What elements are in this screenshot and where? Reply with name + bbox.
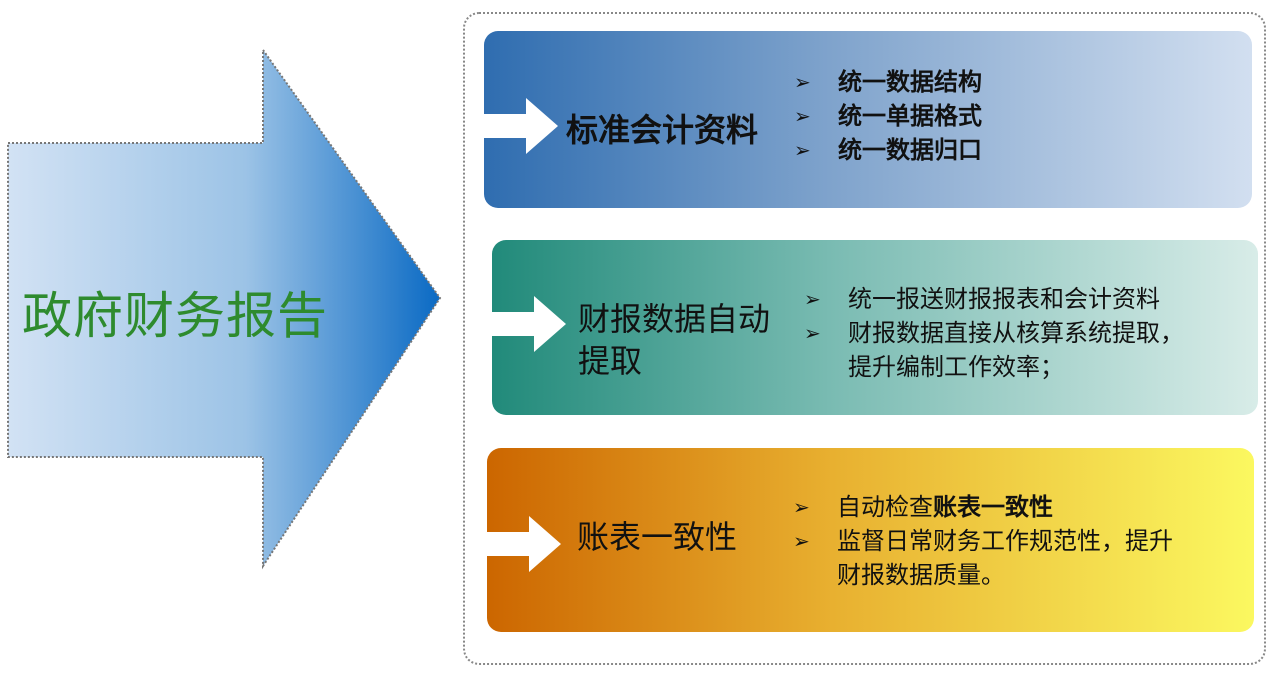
panel-title: 账表一致性 [577, 518, 738, 556]
bullet-item: ➢监督日常财务工作规范性，提升财报数据质量。 [793, 524, 1173, 592]
arrowhead-bullet-icon: ➢ [804, 287, 821, 311]
arrowhead-bullet-icon: ➢ [794, 70, 811, 94]
panel-standard-accounting: 标准会计资料 ➢统一数据结构 ➢统一单据格式 ➢统一数据归口 [484, 31, 1252, 208]
arrowhead-bullet-icon: ➢ [793, 529, 810, 553]
bullet-item: ➢财报数据直接从核算系统提取，提升编制工作效率； [804, 316, 1184, 384]
arrowhead-bullet-icon: ➢ [794, 104, 811, 128]
bullet-item: ➢统一单据格式 [794, 99, 982, 133]
panel-title: 财报数据自动提取 [578, 300, 771, 380]
white-arrow-icon [492, 296, 566, 352]
bullet-item: ➢自动检查账表一致性 [793, 490, 1173, 524]
white-arrow-icon [487, 516, 561, 572]
arrowhead-bullet-icon: ➢ [804, 321, 821, 345]
main-title: 政府财务报告 [22, 287, 328, 345]
bullet-item: ➢统一报送财报报表和会计资料 [804, 282, 1184, 316]
outer-dotted-frame [463, 12, 1266, 665]
white-arrow-icon [484, 98, 558, 154]
panel-consistency: 账表一致性 ➢自动检查账表一致性 ➢监督日常财务工作规范性，提升财报数据质量。 [487, 448, 1254, 632]
arrowhead-bullet-icon: ➢ [794, 138, 811, 162]
bullet-item: ➢统一数据归口 [794, 133, 982, 167]
panel-title: 标准会计资料 [566, 111, 759, 149]
main-arrow-shape [7, 46, 442, 570]
panel-auto-extract: 财报数据自动提取 ➢统一报送财报报表和会计资料 ➢财报数据直接从核算系统提取，提… [492, 240, 1258, 415]
arrowhead-bullet-icon: ➢ [793, 495, 810, 519]
bullet-item: ➢统一数据结构 [794, 65, 982, 99]
